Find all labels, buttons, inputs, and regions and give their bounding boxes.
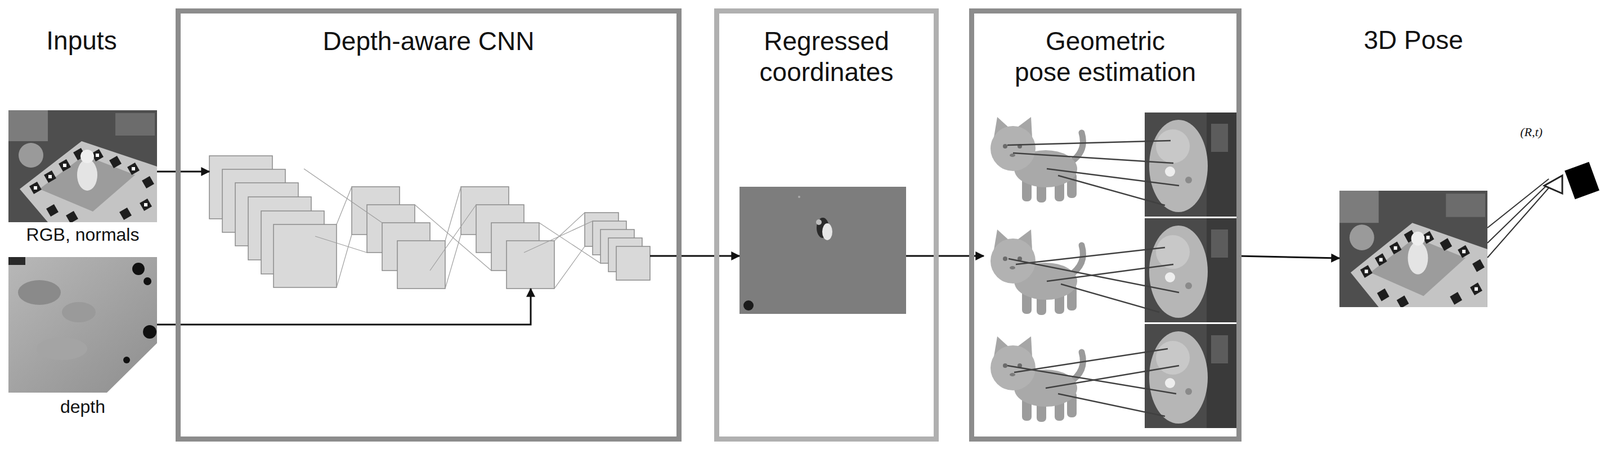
cnn-layers-part-part	[429, 204, 477, 271]
cnn-layers-part-part	[273, 224, 337, 288]
column-heading: Inputs	[0, 25, 164, 57]
cnn-layers	[209, 155, 651, 289]
camera-symbol-part	[1487, 183, 1549, 244]
flow-arrow	[1236, 256, 1340, 259]
panel-title: Regressed coordinates	[719, 25, 934, 88]
pose-hypotheses-part-part	[1060, 284, 1160, 313]
cnn-layers-part	[209, 155, 651, 289]
stage-panel: Depth-aware CNN	[175, 8, 682, 442]
cnn-layers-part-part	[303, 168, 383, 223]
image-caption: RGB, normals	[19, 223, 147, 246]
image-caption: 3D Pose	[1356, 24, 1470, 56]
camera-symbol	[1487, 162, 1600, 258]
depth-image-part	[132, 262, 145, 276]
cnn-layers-part-part	[397, 240, 446, 289]
pose-hypotheses-part-part	[1007, 140, 1171, 146]
pose-hypotheses-part	[1144, 324, 1237, 429]
cnn-layers-part-part	[336, 186, 352, 225]
pose-symbol: (R,t)	[1506, 124, 1557, 140]
depth-image	[8, 257, 158, 393]
depth-image-part	[8, 257, 158, 393]
pose-hypotheses-part	[1144, 218, 1237, 323]
camera-symbol-part	[1544, 175, 1563, 194]
pose-hypotheses-part-part	[1013, 153, 1174, 164]
cnn-layers-part-part	[414, 204, 492, 271]
camera-symbol-part	[1487, 178, 1549, 228]
stage-panel: Regressed coordinates	[714, 8, 939, 442]
pose-hypotheses-part-part	[1008, 258, 1180, 293]
cnn-layers-part-part	[336, 234, 352, 288]
output-image: 3D Pose	[1339, 24, 1488, 308]
pose-hypotheses-part-part	[1046, 264, 1174, 282]
pose-hypotheses-part	[990, 336, 1083, 423]
cnn-layers-part-part	[523, 221, 593, 253]
cnn-layers-part-part	[616, 246, 651, 281]
pose-image-part	[1339, 190, 1488, 309]
panel-title: Depth-aware CNN	[316, 25, 542, 57]
coordinate-map-part	[743, 300, 754, 311]
rgb-image-part	[8, 110, 158, 224]
cnn-layers-part	[303, 168, 601, 289]
depth-image-part	[18, 280, 61, 306]
stage-panel: Geometric pose estimation	[969, 8, 1242, 442]
pose-hypotheses-part	[990, 117, 1083, 203]
depth-image-part	[142, 325, 157, 339]
depth-image-part	[8, 257, 26, 266]
input-image: depth	[8, 257, 158, 418]
coordinate-map-part	[798, 195, 801, 199]
flow-arrow	[157, 171, 210, 173]
pose-hypotheses-part-part	[1045, 365, 1180, 389]
cnn-layers-part-part	[315, 236, 367, 253]
coordinate-map-part	[739, 186, 907, 315]
flow-arrow	[650, 255, 740, 258]
depth-image-part	[106, 343, 158, 393]
camera-symbol-part	[1487, 187, 1549, 258]
pose-image	[1339, 190, 1488, 309]
cnn-layers-part-part	[506, 240, 555, 289]
depth-image-part	[61, 302, 96, 323]
rgb-image	[8, 110, 158, 224]
coordinate-map-part	[822, 223, 833, 241]
pose-hypotheses-part-part	[1058, 393, 1165, 417]
depth-image-part	[123, 356, 131, 364]
camera-symbol-part	[1564, 162, 1600, 200]
pose-hypotheses-part	[1144, 112, 1237, 217]
depth-image-part	[143, 277, 152, 286]
input-image: RGB, normals	[8, 110, 158, 246]
coordinate-map	[739, 186, 907, 315]
cnn-layers-part-part	[539, 222, 601, 264]
image-caption: depth	[53, 396, 112, 418]
pose-hypotheses	[990, 112, 1237, 429]
coordinate-map-part	[816, 219, 822, 226]
panel-title: Geometric pose estimation	[974, 25, 1237, 88]
cnn-layers-part-part	[554, 246, 585, 289]
pose-hypotheses-part-part	[1015, 247, 1165, 265]
pose-hypotheses-part	[990, 229, 1083, 316]
depth-image-part	[36, 337, 88, 361]
pose-hypotheses-part-part	[1014, 348, 1168, 373]
pose-hypotheses-part	[1007, 140, 1180, 417]
flow-arrow	[157, 288, 531, 325]
pose-hypotheses-part-part	[1058, 175, 1165, 206]
